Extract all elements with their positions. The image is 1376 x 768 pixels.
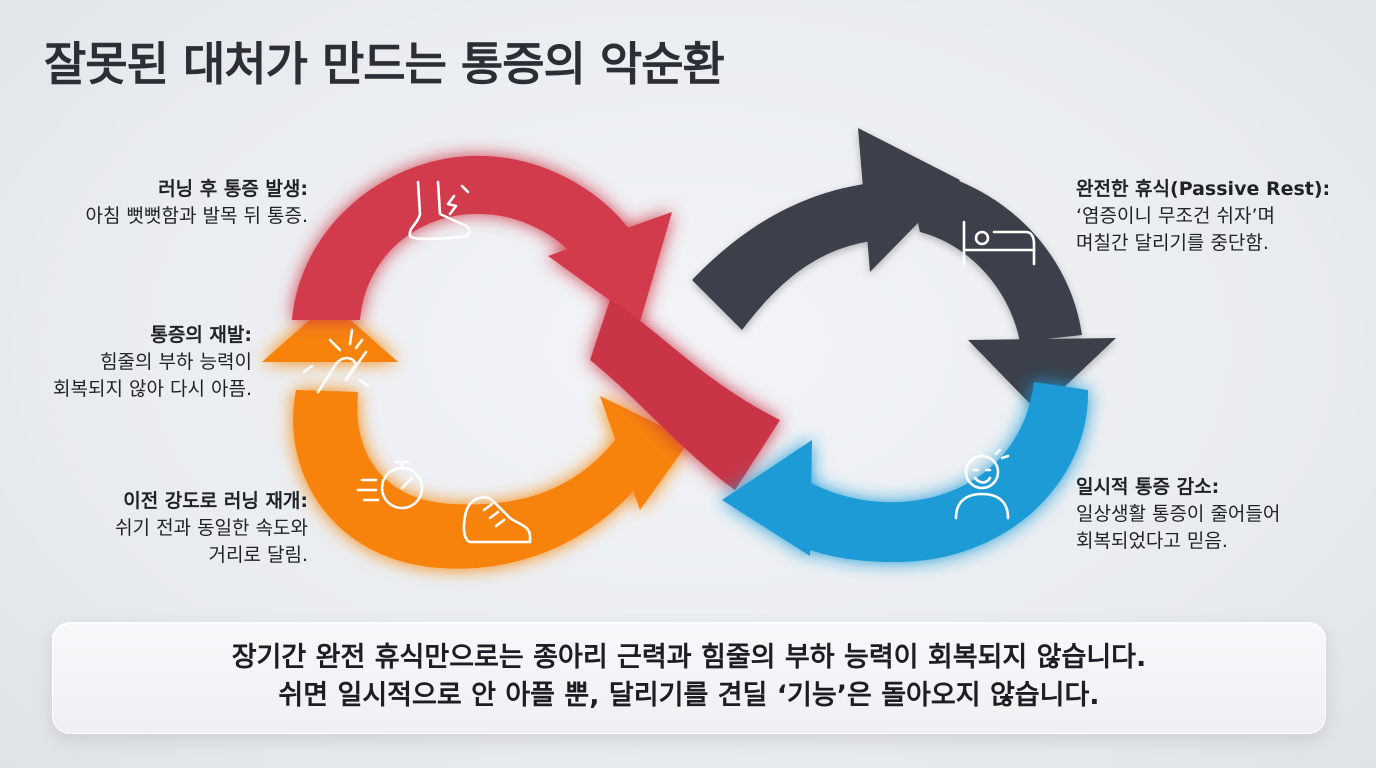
label-pain-recurrence: 통증의 재발: 힘줄의 부하 능력이 회복되지 않아 다시 아픔. — [53, 322, 252, 403]
orange-arc-body — [293, 390, 650, 569]
label-passive-rest: 완전한 휴식(Passive Rest): ‘염증이니 무조건 쉬자’며 며칠간… — [1076, 176, 1330, 257]
sore-foot-icon — [408, 180, 471, 241]
dark-arrow-segment — [692, 128, 1116, 412]
label-pain-onset: 러닝 후 통증 발생: 아침 뻣뻣함과 발목 뒤 통증. — [86, 176, 308, 230]
dark-crossing-band — [692, 182, 880, 330]
passive-rest-text-2: 며칠간 달리기를 중단함. — [1076, 232, 1269, 254]
label-resume-running: 이전 강도로 러닝 재개: 쉬기 전과 동일한 속도와 거리로 달림. — [115, 488, 308, 569]
temporary-relief-text-2: 회복되었다고 믿음. — [1076, 530, 1228, 552]
pain-recurrence-text-1: 힘줄의 부하 능력이 — [100, 351, 252, 373]
dark-arc-body — [905, 166, 1082, 342]
conclusion-line-2: 쉬면 일시적으로 안 아플 뿐, 달리기를 견딜 ‘기능’은 돌아오지 않습니다… — [278, 680, 1100, 711]
dark-arrowhead-right — [968, 338, 1116, 412]
passive-rest-text-1: ‘염증이니 무조건 쉬자’며 — [1076, 205, 1275, 227]
resume-running-text-2: 거리로 달림. — [208, 544, 308, 566]
dark-arrowhead-top — [858, 128, 960, 272]
stopwatch-icon — [356, 460, 424, 510]
temporary-relief-heading: 일시적 통증 감소: — [1076, 476, 1220, 498]
resume-running-heading: 이전 강도로 러닝 재개: — [123, 490, 308, 512]
orange-arrow-segment — [262, 302, 690, 569]
blue-arrowhead-left — [722, 440, 812, 556]
pain-recurrence-text-2: 회복되지 않아 다시 아픔. — [53, 378, 252, 400]
label-temporary-relief: 일시적 통증 감소: 일상생활 통증이 줄어들어 회복되었다고 믿음. — [1076, 474, 1280, 555]
bed-icon — [962, 220, 1036, 266]
orange-arrowhead-top — [262, 302, 398, 362]
pain-recurrence-heading: 통증의 재발: — [150, 324, 252, 346]
orange-arrowhead-right — [600, 396, 690, 510]
red-crossing-band — [590, 300, 780, 490]
relieved-face-icon — [954, 448, 1010, 520]
pain-onset-heading: 러닝 후 통증 발생: — [158, 178, 308, 200]
red-arrowhead — [548, 212, 672, 322]
blue-arrow-segment — [722, 382, 1089, 563]
pain-onset-text: 아침 뻣뻣함과 발목 뒤 통증. — [85, 205, 308, 227]
running-shoe-icon — [462, 496, 532, 544]
passive-rest-heading: 완전한 휴식(Passive Rest): — [1076, 178, 1331, 200]
resume-running-text-1: 쉬기 전과 동일한 속도와 — [115, 517, 308, 539]
conclusion-panel: 장기간 완전 휴식만으로는 종아리 근력과 힘줄의 부하 능력이 회복되지 않습… — [52, 622, 1326, 734]
page-title: 잘못된 대처가 만드는 통증의 악순환 — [44, 37, 725, 91]
red-arrow-segment — [292, 155, 780, 490]
injured-joint-icon — [302, 328, 370, 394]
red-arc-body — [292, 155, 630, 320]
blue-arc-body — [770, 382, 1089, 563]
conclusion-line-1: 장기간 완전 휴식만으로는 종아리 근력과 힘줄의 부하 능력이 회복되지 않습… — [231, 642, 1147, 673]
temporary-relief-text-1: 일상생활 통증이 줄어들어 — [1076, 503, 1281, 525]
